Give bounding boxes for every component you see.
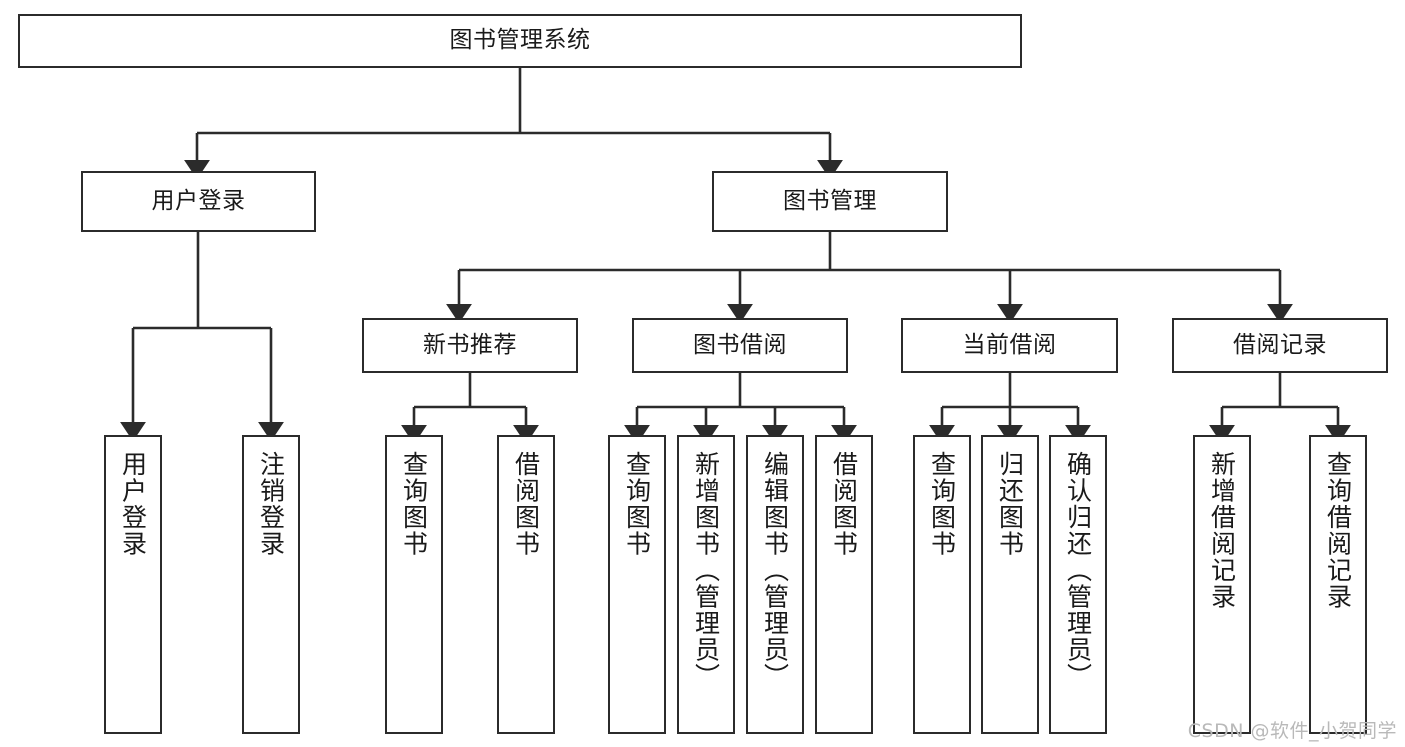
node-book-manage[interactable]: 图书管理 <box>712 171 948 232</box>
node-current-borrow[interactable]: 当前借阅 <box>901 318 1118 373</box>
node-user-login-label: 用户登录 <box>151 187 246 214</box>
node-leaf-add-book-label: 新增图书（管理员） <box>691 451 721 690</box>
node-leaf-query-book-2-label: 查询图书 <box>622 451 652 557</box>
node-book-borrow-label: 图书借阅 <box>693 331 787 358</box>
node-leaf-query-book-2[interactable]: 查询图书 <box>608 435 666 734</box>
node-leaf-logout-label: 注销登录 <box>256 451 286 557</box>
node-new-book-recommend[interactable]: 新书推荐 <box>362 318 578 373</box>
node-borrow-record-label: 借阅记录 <box>1233 331 1327 358</box>
node-leaf-return-book-label: 归还图书 <box>995 451 1025 557</box>
node-leaf-query-book-1-label: 查询图书 <box>399 451 429 557</box>
node-leaf-query-record-label: 查询借阅记录 <box>1323 451 1353 610</box>
node-leaf-return-book[interactable]: 归还图书 <box>981 435 1039 734</box>
node-root[interactable]: 图书管理系统 <box>18 14 1022 68</box>
node-book-manage-label: 图书管理 <box>783 187 877 214</box>
node-book-borrow[interactable]: 图书借阅 <box>632 318 848 373</box>
node-leaf-borrow-book-1-label: 借阅图书 <box>511 451 541 557</box>
node-root-label: 图书管理系统 <box>449 27 591 54</box>
node-leaf-add-record-label: 新增借阅记录 <box>1207 451 1237 610</box>
node-leaf-query-record[interactable]: 查询借阅记录 <box>1309 435 1367 734</box>
node-leaf-edit-book[interactable]: 编辑图书（管理员） <box>746 435 804 734</box>
node-leaf-edit-book-label: 编辑图书（管理员） <box>760 451 790 690</box>
node-borrow-record[interactable]: 借阅记录 <box>1172 318 1388 373</box>
node-leaf-confirm-return-label: 确认归还（管理员） <box>1063 451 1093 690</box>
node-leaf-borrow-book-2-label: 借阅图书 <box>829 451 859 557</box>
node-leaf-query-book-3[interactable]: 查询图书 <box>913 435 971 734</box>
node-leaf-user-login-label: 用户登录 <box>118 451 148 557</box>
node-leaf-query-book-3-label: 查询图书 <box>927 451 957 557</box>
node-leaf-add-record[interactable]: 新增借阅记录 <box>1193 435 1251 734</box>
node-new-book-recommend-label: 新书推荐 <box>423 331 517 358</box>
node-user-login[interactable]: 用户登录 <box>81 171 316 232</box>
node-leaf-user-login[interactable]: 用户登录 <box>104 435 162 734</box>
node-leaf-confirm-return[interactable]: 确认归还（管理员） <box>1049 435 1107 734</box>
node-leaf-query-book-1[interactable]: 查询图书 <box>385 435 443 734</box>
node-leaf-logout[interactable]: 注销登录 <box>242 435 300 734</box>
node-leaf-borrow-book-2[interactable]: 借阅图书 <box>815 435 873 734</box>
node-leaf-borrow-book-1[interactable]: 借阅图书 <box>497 435 555 734</box>
node-leaf-add-book[interactable]: 新增图书（管理员） <box>677 435 735 734</box>
node-current-borrow-label: 当前借阅 <box>962 331 1057 358</box>
